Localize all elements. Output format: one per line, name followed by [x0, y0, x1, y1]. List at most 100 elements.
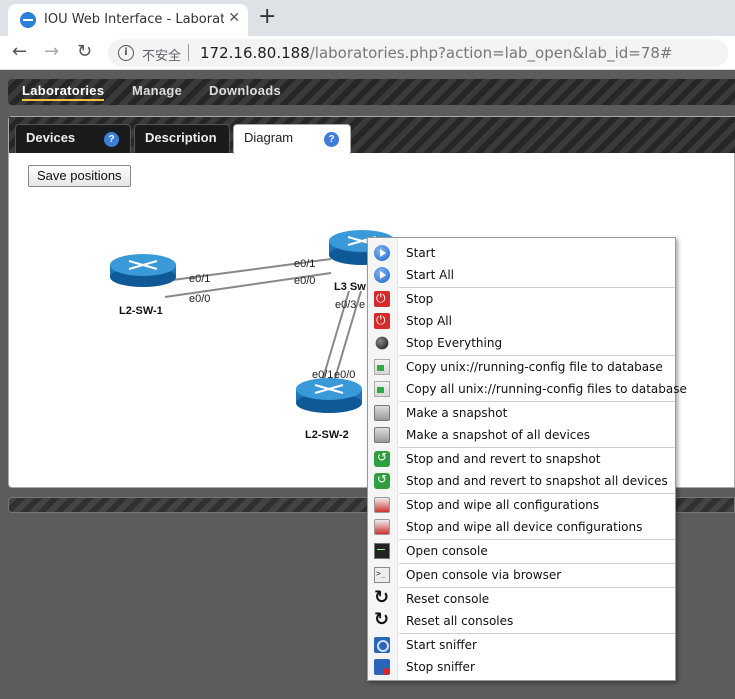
favicon-icon [20, 12, 36, 28]
menu-item-label: Open console [406, 544, 488, 558]
browser-tab[interactable]: IOU Web Interface - Laboratories ✕ [8, 4, 248, 36]
menu-item-label: Stop [406, 292, 434, 306]
menu-item-label: Copy unix://running-config file to datab… [406, 360, 663, 374]
info-icon[interactable]: i [118, 45, 134, 61]
browser-tabstrip: IOU Web Interface - Laboratories ✕ + [0, 0, 735, 36]
menu-item-reset-all-consoles[interactable]: Reset all consoles [368, 609, 675, 632]
router-icon[interactable] [110, 254, 176, 287]
menu-separator [399, 633, 675, 634]
menu-item-start-sniffer[interactable]: Start sniffer [368, 634, 675, 656]
reset-icon [374, 587, 390, 608]
menu-item-start-all[interactable]: Start All [368, 264, 675, 286]
menu-manage[interactable]: Manage [132, 83, 183, 98]
close-tab-icon[interactable]: ✕ [228, 10, 240, 26]
tab-devices[interactable]: Devices ? [15, 124, 131, 153]
tab-devices-label: Devices [26, 130, 76, 145]
menu-item-label: Make a snapshot of all devices [406, 428, 591, 442]
menu-item-wipe-all-configs[interactable]: Stop and wipe all device configurations [368, 516, 675, 538]
url-path: /laboratories.php?action=lab_open&lab_id… [309, 44, 673, 62]
url-separator [188, 44, 189, 61]
menu-item-copy-config[interactable]: Copy unix://running-config file to datab… [368, 356, 675, 378]
menu-item-label: Stop and and revert to snapshot all devi… [406, 474, 668, 488]
address-bar[interactable]: i 不安全 172.16.80.188/laboratories.php?act… [108, 39, 728, 67]
menu-separator [399, 539, 675, 540]
device-label[interactable]: L3 Sw [334, 281, 366, 293]
menu-item-revert-snapshot[interactable]: Stop and and revert to snapshot [368, 448, 675, 470]
tab-description[interactable]: Description [134, 124, 230, 153]
browser-terminal-icon [374, 567, 390, 583]
copy-config-icon [374, 381, 390, 397]
port-label: e [359, 299, 366, 311]
menu-item-revert-snapshot-all[interactable]: Stop and and revert to snapshot all devi… [368, 470, 675, 492]
sniffer-icon [374, 637, 390, 653]
menu-item-stop-everything[interactable]: Stop Everything [368, 332, 675, 354]
link-line [164, 272, 332, 298]
menu-laboratories[interactable]: Laboratories [22, 83, 105, 101]
menu-item-snapshot-all[interactable]: Make a snapshot of all devices [368, 424, 675, 446]
help-icon[interactable]: ? [324, 132, 339, 147]
menu-separator [399, 447, 675, 448]
menu-item-label: Make a snapshot [406, 406, 508, 420]
wipe-icon [374, 519, 390, 535]
menu-separator [399, 563, 675, 564]
url-text[interactable]: 172.16.80.188/laboratories.php?action=la… [200, 44, 672, 62]
snapshot-icon [374, 427, 390, 443]
menu-item-copy-all-configs[interactable]: Copy all unix://running-config files to … [368, 378, 687, 400]
menu-item-label: Start All [406, 268, 455, 282]
panel-tabbar: Devices ? Description Diagram ? [9, 117, 735, 154]
menu-separator [399, 287, 675, 288]
menu-downloads[interactable]: Downloads [209, 83, 282, 98]
back-arrow-icon[interactable]: ← [12, 41, 28, 62]
new-tab-button[interactable]: + [258, 4, 277, 29]
tab-description-label: Description [145, 130, 217, 145]
menu-item-label: Reset console [406, 592, 490, 606]
router-icon[interactable] [296, 378, 362, 413]
revert-icon [374, 450, 390, 467]
copy-config-icon [374, 359, 390, 375]
menu-separator [399, 587, 675, 588]
top-menubar: Laboratories Manage Downloads [8, 79, 735, 105]
reload-icon[interactable]: ↻ [77, 41, 93, 62]
help-icon[interactable]: ? [104, 132, 119, 147]
menu-item-reset-console[interactable]: Reset console [368, 587, 675, 610]
revert-icon [374, 472, 390, 489]
browser-toolbar: ← → ↻ i 不安全 172.16.80.188/laboratories.p… [0, 36, 735, 70]
device-label[interactable]: L2-SW-2 [305, 429, 349, 441]
sniffer-stop-icon [374, 659, 390, 675]
menu-item-label: Copy all unix://running-config files to … [406, 382, 687, 396]
tab-diagram-label: Diagram [244, 130, 294, 145]
play-icon [374, 267, 390, 283]
wipe-icon [374, 497, 390, 513]
port-label: e0/0 [294, 275, 316, 287]
reset-icon [374, 609, 390, 630]
forward-arrow-icon[interactable]: → [44, 41, 60, 62]
menu-item-label: Stop and wipe all configurations [406, 498, 600, 512]
menu-item-open-console[interactable]: Open console [368, 540, 675, 562]
port-label: e0/0 [334, 369, 356, 381]
power-icon [374, 291, 390, 307]
port-label: e0/1 [312, 369, 334, 381]
terminal-icon [374, 543, 390, 559]
menu-item-open-browser-console[interactable]: Open console via browser [368, 564, 675, 586]
insecure-label: 不安全 [142, 49, 182, 64]
menu-item-label: Stop Everything [406, 336, 503, 350]
menu-item-label: Start sniffer [406, 638, 477, 652]
play-icon [374, 245, 390, 261]
link-line [320, 290, 350, 386]
menu-item-make-snapshot[interactable]: Make a snapshot [368, 402, 675, 424]
link-line [332, 290, 362, 386]
tab-diagram[interactable]: Diagram ? [233, 124, 351, 154]
device-label[interactable]: L2-SW-1 [119, 305, 163, 317]
port-label: e0/1 [294, 258, 316, 270]
port-label: e0/3 [335, 299, 357, 311]
menu-item-stop-all[interactable]: Stop All [368, 310, 675, 332]
menu-item-stop[interactable]: Stop [368, 288, 675, 310]
power-icon [374, 313, 390, 329]
menu-item-stop-sniffer[interactable]: Stop sniffer [368, 656, 675, 678]
menu-item-wipe-configs[interactable]: Stop and wipe all configurations [368, 494, 675, 516]
save-positions-button[interactable]: Save positions [28, 165, 131, 187]
menu-item-label: Stop All [406, 314, 452, 328]
menu-item-start[interactable]: Start [368, 242, 675, 264]
port-label: e0/1 [189, 273, 211, 285]
port-label: e0/0 [189, 293, 211, 305]
